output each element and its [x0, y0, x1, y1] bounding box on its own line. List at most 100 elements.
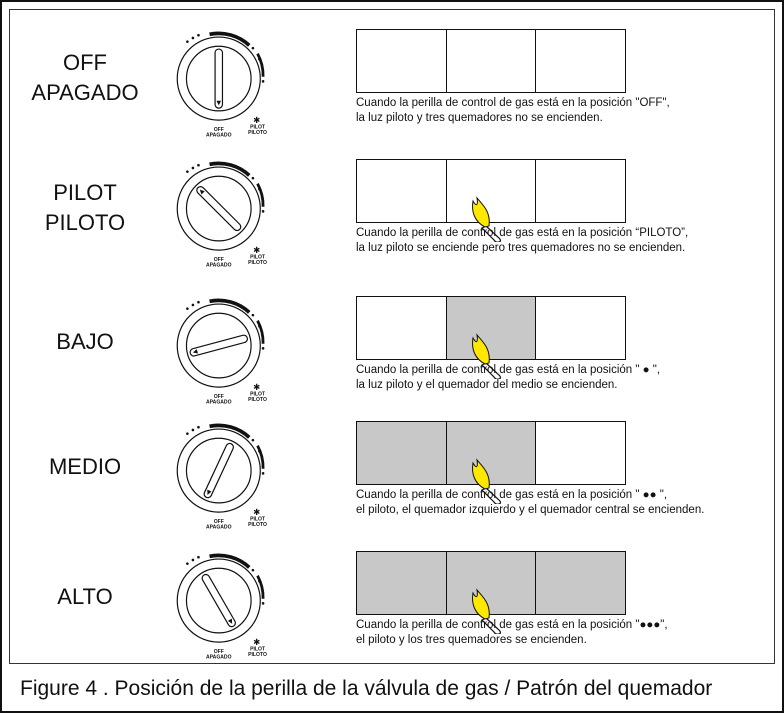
burner-left [357, 30, 447, 92]
scale-dot [197, 33, 200, 37]
scale-dot [251, 313, 255, 317]
burner-pattern [356, 296, 626, 360]
knob-pilot-text: PILOT [250, 646, 266, 652]
scale-arc-upper [209, 423, 251, 439]
burner-left [357, 160, 447, 222]
scale-dot [258, 579, 261, 583]
scale-dot [261, 80, 265, 83]
scale-dot [261, 602, 265, 605]
knob-pilot-text: PILOT [250, 516, 266, 522]
scale-arc-right [256, 182, 265, 207]
scale-dot [261, 210, 265, 213]
pilot-flame-icon [472, 333, 502, 379]
position-label: MEDIO [20, 452, 150, 482]
position-label: ALTO [20, 582, 150, 612]
knob-pilot-text: PILOT [250, 254, 266, 260]
caption-line: el piloto, el quemador izquierdo y el qu… [356, 504, 705, 516]
burner-center [446, 297, 537, 359]
pilot-star-icon: ✱ [253, 245, 260, 255]
scale-arc-upper [209, 298, 251, 314]
position-label-line-2: APAGADO [31, 80, 139, 105]
position-label-line-1: ALTO [57, 584, 113, 609]
position-label-line-1: MEDIO [48, 454, 122, 479]
knob-off-text: OFF [214, 257, 224, 263]
burner-left [357, 422, 447, 484]
caption-line: Cuando la perilla de control de gas está… [356, 489, 668, 501]
position-caption: Cuando la perilla de control de gas está… [356, 488, 776, 518]
knob-off-text: OFF [214, 394, 224, 400]
burner-left [357, 552, 447, 614]
position-label: BAJO [20, 327, 150, 357]
burner-right [536, 552, 626, 614]
burner-pattern [356, 159, 626, 223]
knob-apagado-text: APAGADO [206, 133, 232, 139]
scale-dot [251, 568, 255, 572]
scale-dot [197, 555, 200, 559]
scale-dot [197, 425, 200, 429]
knob-apagado-text: APAGADO [206, 263, 232, 269]
scale-dot [261, 347, 265, 350]
caption-line: la luz piloto y el quemador del medio se… [356, 379, 618, 391]
figure-caption: Figure 4 . Posición de la perilla de la … [20, 677, 713, 700]
scale-dot [191, 558, 195, 562]
scale-dot [251, 46, 255, 50]
scale-dot [197, 300, 200, 304]
burner-left [357, 297, 447, 359]
burner-pattern [356, 29, 626, 93]
knob-piloto-text: PILOTO [248, 260, 267, 266]
knob-pointer [196, 186, 242, 232]
position-caption: Cuando la perilla de control de gas está… [356, 96, 776, 126]
knob-piloto-text: PILOTO [248, 652, 267, 658]
scale-dot [258, 324, 261, 328]
scale-dot [258, 57, 261, 61]
position-label-line-2: PILOTO [44, 210, 126, 235]
scale-arc-upper [209, 31, 251, 47]
scale-dot [186, 170, 189, 173]
scale-dot [251, 176, 255, 180]
scale-arc-right [256, 319, 265, 344]
knob-pointer [203, 442, 234, 499]
scale-dot [191, 36, 195, 40]
pilot-flame-icon [472, 588, 502, 634]
knob-pointer [214, 48, 224, 109]
pilot-flame-icon [472, 196, 502, 242]
pilot-flame-icon [472, 458, 502, 504]
scale-dot [258, 449, 261, 453]
burner-right [536, 422, 625, 484]
position-label: OFF APAGADO [20, 48, 150, 108]
pilot-star-icon: ✱ [253, 115, 260, 125]
knob-piloto-text: PILOTO [248, 130, 267, 136]
knob-piloto-text: PILOTO [248, 397, 267, 403]
knob-pointer [189, 334, 249, 357]
caption-line: Cuando la perilla de control de gas está… [356, 364, 661, 376]
scale-arc-upper [209, 553, 251, 569]
position-label-line-1: OFF [63, 50, 107, 75]
caption-line: la luz piloto y tres quemadores no se en… [356, 112, 603, 124]
scale-dot [251, 438, 255, 442]
pilot-star-icon: ✱ [253, 637, 260, 647]
burner-center [447, 30, 537, 92]
knob-off-text: OFF [214, 127, 224, 133]
scale-dot [191, 166, 195, 170]
knob-apagado-text: APAGADO [206, 655, 232, 661]
burner-center [447, 160, 537, 222]
position-caption: Cuando la perilla de control de gas está… [356, 363, 776, 393]
scale-dot [258, 187, 261, 191]
scale-arc-right [256, 52, 265, 77]
caption-line: Cuando la perilla de control de gas está… [356, 97, 670, 109]
burner-right [536, 297, 625, 359]
knob-piloto-text: PILOTO [248, 522, 267, 528]
burner-right [536, 30, 625, 92]
